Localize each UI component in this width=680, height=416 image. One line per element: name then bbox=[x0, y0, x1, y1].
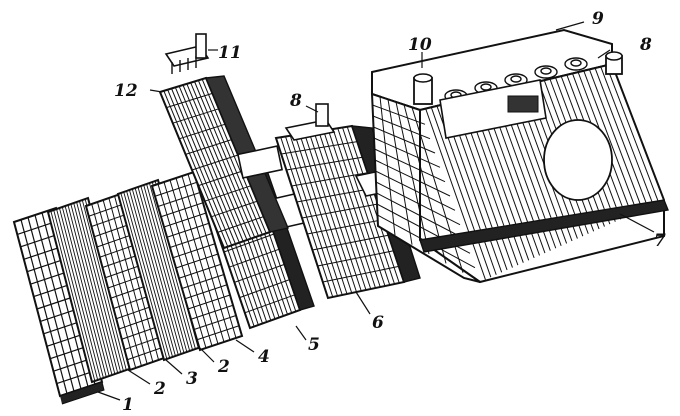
label-1: 1 bbox=[122, 395, 134, 415]
battery-case bbox=[370, 28, 669, 284]
label-7: 7 bbox=[654, 231, 666, 251]
separator-2a bbox=[46, 196, 134, 384]
plate-group-12 bbox=[158, 75, 289, 250]
label-2b: 2 bbox=[217, 357, 230, 377]
label-3: 3 bbox=[186, 369, 198, 389]
label-8a: 8 bbox=[289, 91, 302, 111]
leader-lines bbox=[97, 21, 655, 401]
label-12: 12 bbox=[114, 81, 138, 101]
label-11: 11 bbox=[218, 43, 242, 63]
plate-4 bbox=[150, 170, 244, 352]
terminal-bridge-11 bbox=[164, 33, 210, 74]
label-8b: 8 bbox=[639, 35, 652, 55]
label-6: 6 bbox=[372, 313, 384, 333]
part-labels: 1 2 3 2 4 5 6 7 8 8 9 10 11 12 bbox=[114, 9, 666, 415]
label-4: 4 bbox=[258, 347, 270, 367]
label-10: 10 bbox=[408, 35, 432, 55]
label-5: 5 bbox=[308, 335, 320, 355]
label-9: 9 bbox=[592, 9, 604, 29]
label-2a: 2 bbox=[153, 379, 166, 399]
